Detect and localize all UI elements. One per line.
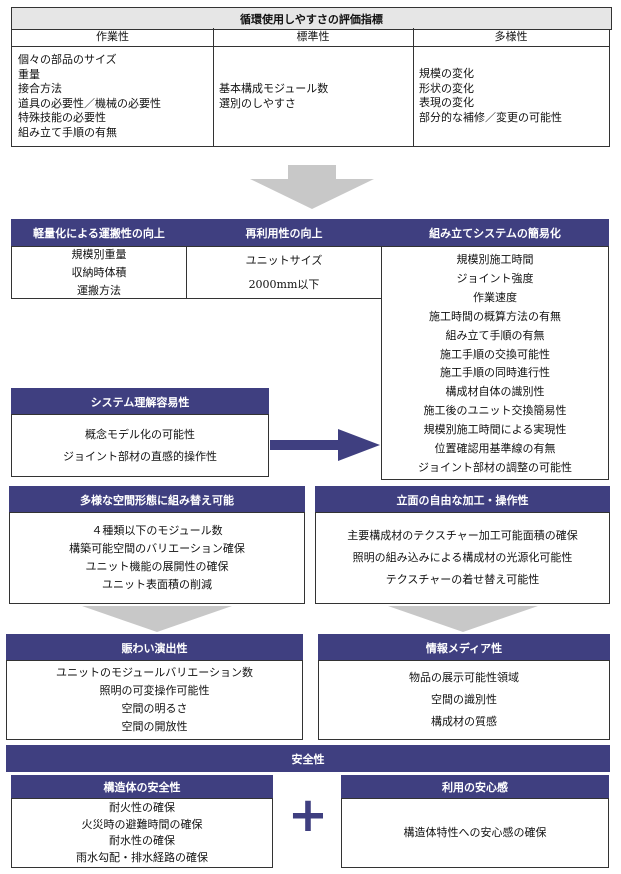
- right-arrow-icon: [270, 429, 380, 461]
- evaluation-index-title: 循環使用しやすさの評価指標: [11, 7, 612, 30]
- list-item: 組み立て手順の有無: [18, 125, 117, 139]
- list-item: 雨水勾配・排水経路の確保: [76, 850, 208, 864]
- list-item: ４種類以下のモジュール数: [91, 524, 223, 537]
- list-item: ユニットサイズ: [245, 253, 323, 267]
- media-header: 情報メディア性: [318, 634, 610, 661]
- list-item: 空間の識別性: [431, 693, 497, 706]
- list-item: 照明の組み込みによる構成材の光源化可能性: [352, 551, 573, 564]
- usage-safety-box: 構造体特性への安心感の確保: [341, 798, 609, 868]
- list-item: 重量: [18, 67, 40, 81]
- facade-header: 立面の自由な加工・操作性: [315, 486, 610, 513]
- list-item: 特殊技能の必要性: [18, 111, 106, 124]
- reuse-header: 再利用性の向上: [186, 219, 382, 247]
- list-item: 施工時間の概算方法の有無: [429, 309, 561, 323]
- list-item: 施工手順の交換可能性: [440, 347, 550, 361]
- list-item: 施工後のユニット交換簡易性: [423, 404, 567, 418]
- col-standardization: 標準性 基本構成モジュール数 選別のしやすさ: [213, 28, 414, 146]
- system-box: 概念モデル化の可能性 ジョイント部材の直感的操作性: [11, 414, 269, 477]
- list-item: 組み立て手順の有無: [445, 328, 545, 342]
- facade-box: 主要構成材のテクスチャー加工可能面積の確保 照明の組み込みによる構成材の光源化可…: [315, 512, 610, 604]
- list-item: ユニット表面積の削減: [102, 578, 212, 591]
- assembly-header: 組み立てシステムの簡易化: [381, 219, 609, 247]
- list-item: ユニット機能の展開性の確保: [85, 560, 229, 573]
- list-item: 耐水性の確保: [109, 834, 175, 847]
- usage-safety-header: 利用の安心感: [341, 775, 609, 799]
- list-item: 空間の明るさ: [121, 702, 188, 715]
- list-item: 規模の変化: [419, 67, 474, 80]
- plus-icon: +: [287, 787, 329, 843]
- system-header: システム理解容易性: [11, 388, 269, 415]
- list-item: 火災時の避難時間の確保: [81, 817, 203, 831]
- down-arrow-icon: [250, 165, 374, 209]
- structure-safety-header: 構造体の安全性: [11, 775, 273, 799]
- list-item: 耐火性の確保: [109, 801, 175, 814]
- list-item: 施工手順の同時進行性: [440, 366, 550, 380]
- list-item: 規模別重量: [71, 247, 127, 261]
- space-header: 多様な空間形態に組み替え可能: [9, 486, 305, 513]
- down-wedge-left-icon: [82, 606, 232, 632]
- list-item: 主要構成材のテクスチャー加工可能面積の確保: [347, 529, 578, 542]
- list-item: 運搬方法: [77, 283, 121, 297]
- media-box: 物品の展示可能性領域 空間の識別性 構成材の質感: [318, 660, 610, 740]
- list-item: 接合方法: [18, 82, 62, 95]
- list-item: 概念モデル化の可能性: [85, 427, 195, 441]
- list-item: 道具の必要性／機械の必要性: [18, 96, 161, 110]
- list-item: 規模別施工時間による実現性: [423, 423, 567, 437]
- list-item: 作業速度: [473, 290, 517, 304]
- list-item: ジョイント部材の調整の可能性: [418, 460, 572, 474]
- list-item: 空間の開放性: [121, 720, 188, 733]
- list-item: 物品の展示可能性領域: [409, 671, 519, 684]
- list-item: 選別のしやすさ: [219, 96, 296, 110]
- lively-header: 賑わい演出性: [6, 634, 303, 661]
- list-item: 部分的な補修／変更の可能性: [419, 110, 562, 124]
- list-item: ジョイント部材の直感的操作性: [63, 449, 217, 463]
- col-diversity-header: 多様性: [413, 28, 609, 47]
- list-item: テクスチャーの着せ替え可能性: [385, 573, 540, 586]
- list-item: 位置確認用基準線の有無: [434, 442, 556, 456]
- safety-header: 安全性: [6, 745, 610, 772]
- down-wedge-right-icon: [388, 606, 538, 632]
- weight-header: 軽量化による運搬性の向上: [11, 219, 187, 247]
- list-item: 2000mm以下: [248, 277, 320, 291]
- list-item: 照明の可変操作可能性: [99, 684, 210, 697]
- weight-box: 規模別重量 収納時体積 運搬方法: [11, 246, 187, 299]
- reuse-box: ユニットサイズ 2000mm以下: [186, 246, 382, 299]
- list-item: 構造体特性への安心感の確保: [403, 826, 547, 839]
- col-workability-header: 作業性: [12, 28, 213, 47]
- list-item: 基本構成モジュール数: [219, 82, 329, 95]
- structure-safety-box: 耐火性の確保 火災時の避難時間の確保 耐水性の確保 雨水勾配・排水経路の確保: [11, 798, 273, 868]
- space-box: ４種類以下のモジュール数 構築可能空間のバリエーション確保 ユニット機能の展開性…: [9, 512, 305, 604]
- list-item: 構成材自体の識別性: [445, 385, 545, 399]
- list-item: ユニットのモジュールバリエーション数: [55, 666, 253, 679]
- list-item: 構築可能空間のバリエーション確保: [69, 542, 245, 555]
- col-standardization-header: 標準性: [213, 28, 413, 47]
- list-item: 形状の変化: [419, 81, 474, 95]
- list-item: 規模別施工時間: [456, 253, 534, 266]
- assembly-box: 規模別施工時間 ジョイント強度 作業速度 施工時間の概算方法の有無 組み立て手順…: [381, 246, 609, 480]
- list-item: 構成材の質感: [431, 715, 497, 728]
- list-item: 個々の部品のサイズ: [18, 53, 117, 66]
- list-item: 表現の変化: [419, 96, 474, 109]
- lively-box: ユニットのモジュールバリエーション数 照明の可変操作可能性 空間の明るさ 空間の…: [6, 660, 303, 740]
- list-item: 収納時体積: [71, 265, 127, 279]
- col-workability: 作業性 個々の部品のサイズ 重量 接合方法 道具の必要性／機械の必要性 特殊技能…: [12, 28, 214, 146]
- list-item: ジョイント強度: [456, 271, 534, 285]
- col-diversity: 多様性 規模の変化 形状の変化 表現の変化 部分的な補修／変更の可能性: [413, 28, 609, 146]
- evaluation-index-table: 循環使用しやすさの評価指標 作業性 個々の部品のサイズ 重量 接合方法 道具の必…: [11, 7, 612, 147]
